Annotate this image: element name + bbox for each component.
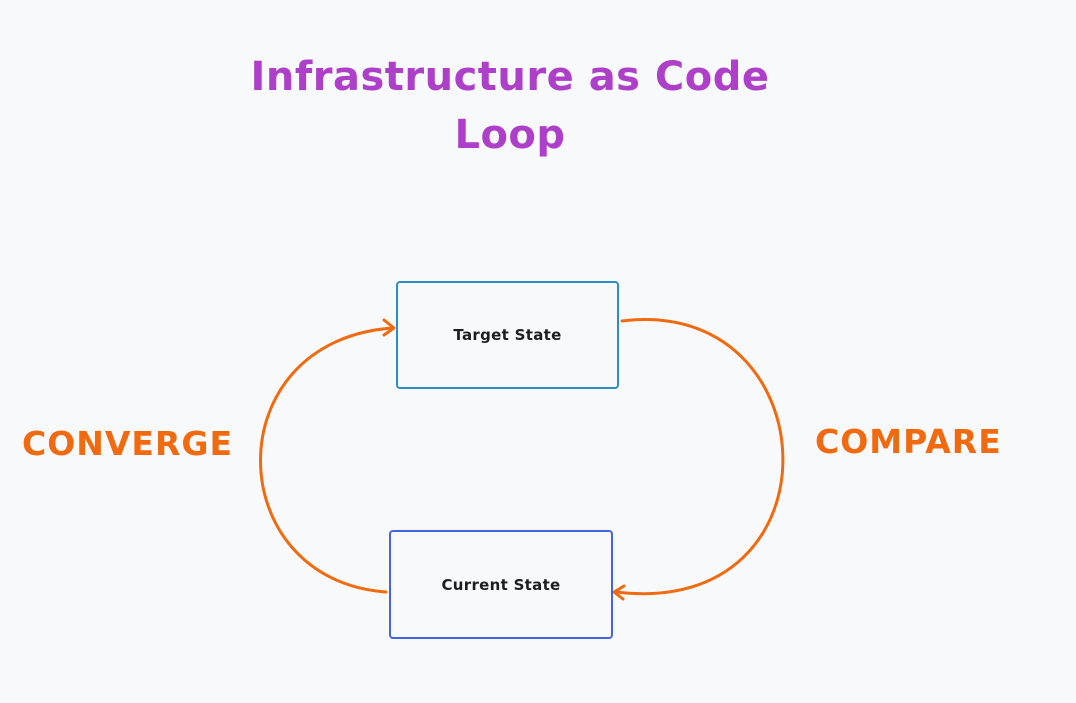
target-state-label: Target State (453, 326, 562, 344)
diagram-title: Infrastructure as Code Loop (230, 48, 790, 164)
converge-label: CONVERGE (22, 424, 234, 463)
current-state-node[interactable]: Current State (389, 530, 613, 639)
converge-arrowhead (382, 318, 396, 337)
title-line-1: Infrastructure as Code (250, 54, 770, 100)
title-line-2: Loop (454, 112, 566, 158)
compare-arrow[interactable] (614, 318, 785, 596)
compare-label: COMPARE (815, 422, 1002, 461)
converge-arrow[interactable] (259, 326, 395, 594)
compare-arrowhead (612, 584, 626, 601)
current-state-label: Current State (441, 575, 561, 594)
target-state-node[interactable]: Target State (396, 281, 619, 389)
